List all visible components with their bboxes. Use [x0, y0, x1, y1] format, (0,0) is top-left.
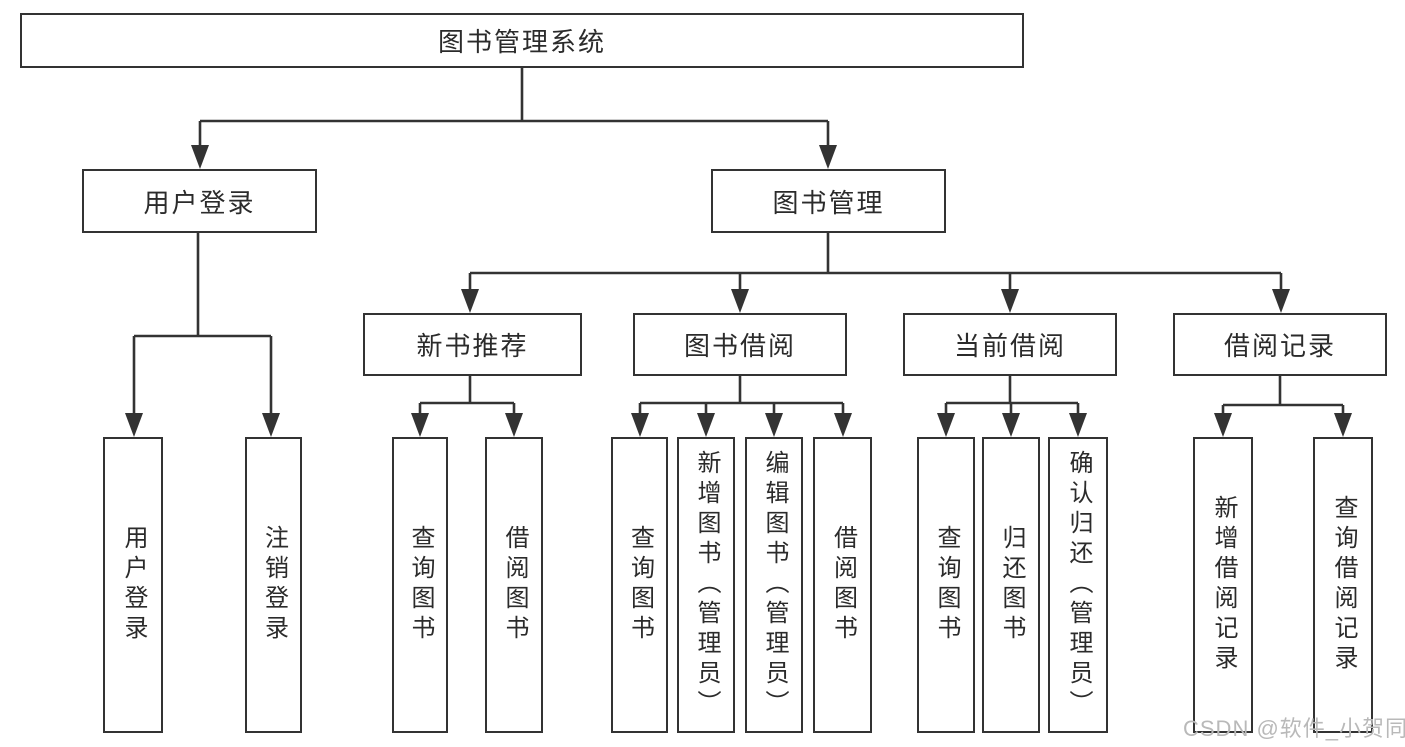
leaf-add-borrow-record: 新增借阅记录 [1193, 437, 1253, 733]
leaf-query-book-current: 查询图书 [917, 437, 975, 733]
node-label: 查询图书 [407, 525, 434, 645]
node-label: 新增借阅记录 [1210, 495, 1237, 675]
leaf-edit-book-admin: 编辑图书（管理员） [745, 437, 803, 733]
node-label: 注销登录 [260, 525, 288, 645]
node-label: 查询借阅记录 [1330, 495, 1357, 675]
leaf-return-book: 归还图书 [982, 437, 1040, 733]
node-user-login: 用户登录 [82, 169, 317, 233]
node-label: 查询图书 [933, 525, 960, 645]
leaf-query-book-recommend: 查询图书 [392, 437, 448, 733]
node-label: 借阅图书 [501, 525, 528, 645]
leaf-user-login: 用户登录 [103, 437, 163, 733]
leaf-query-book-borrow: 查询图书 [611, 437, 668, 733]
node-label: 借阅图书 [829, 525, 857, 645]
leaf-borrow-book-recommend: 借阅图书 [485, 437, 543, 733]
node-label: 新书推荐 [416, 331, 529, 361]
node-current-borrow: 当前借阅 [903, 313, 1117, 376]
leaf-add-book-admin: 新增图书（管理员） [677, 437, 735, 733]
node-label: 查询图书 [626, 525, 654, 645]
node-book-management: 图书管理 [711, 169, 946, 233]
node-label: 图书管理系统 [437, 27, 606, 57]
node-label: 确认归还（管理员） [1065, 450, 1092, 720]
watermark-text: CSDN @软件_小贺同学 [1183, 716, 1405, 741]
node-root: 图书管理系统 [20, 13, 1024, 68]
node-label: 图书借阅 [683, 331, 796, 361]
node-new-book-recommend: 新书推荐 [363, 313, 582, 376]
leaf-logout: 注销登录 [245, 437, 302, 733]
node-label: 归还图书 [998, 525, 1025, 645]
node-label: 新增图书（管理员） [693, 450, 720, 720]
node-label: 借阅记录 [1223, 331, 1336, 361]
leaf-borrow-book: 借阅图书 [813, 437, 872, 733]
leaf-confirm-return-admin: 确认归还（管理员） [1048, 437, 1108, 733]
node-borrow-records: 借阅记录 [1173, 313, 1387, 376]
node-label: 用户登录 [143, 187, 256, 218]
node-label: 用户登录 [120, 525, 147, 645]
node-label: 图书管理 [772, 187, 885, 218]
node-label: 当前借阅 [953, 331, 1066, 361]
node-label: 编辑图书（管理员） [761, 450, 788, 720]
node-book-borrow: 图书借阅 [633, 313, 847, 376]
leaf-query-borrow-record: 查询借阅记录 [1313, 437, 1373, 733]
